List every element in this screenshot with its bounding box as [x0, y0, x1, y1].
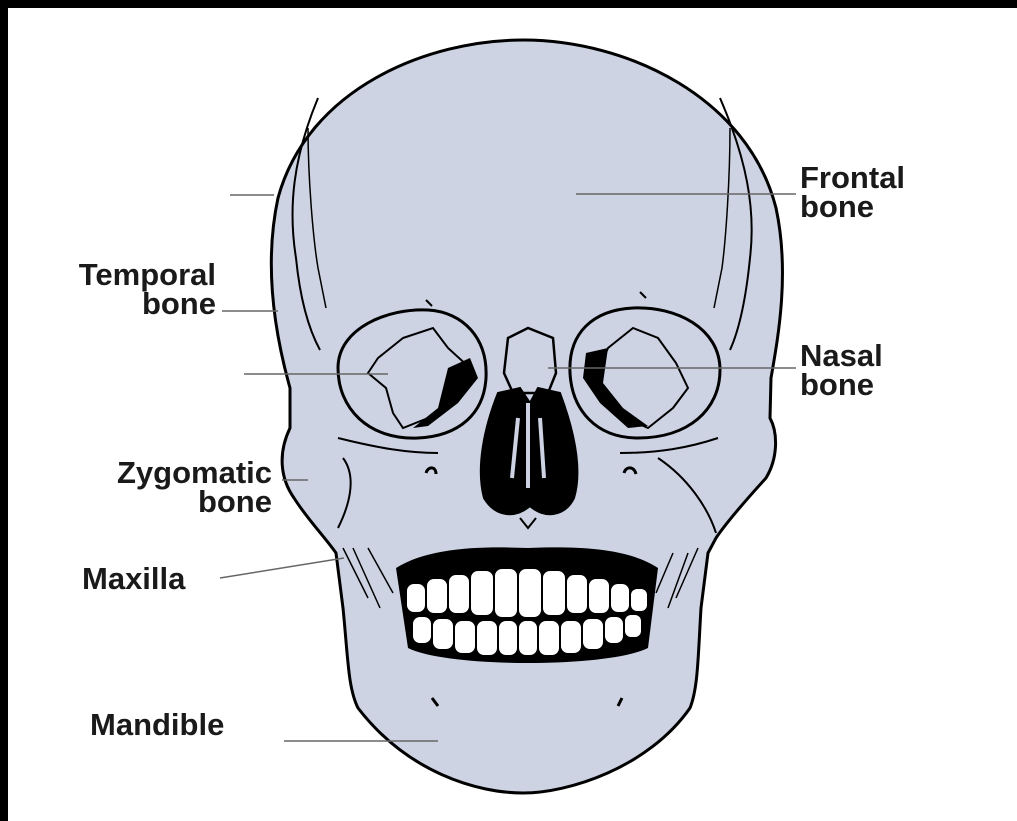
label-mandible: Mandible: [90, 710, 224, 739]
maxilla-leader: [220, 558, 344, 578]
skull-illustration: [8, 8, 1017, 821]
nasal-bridge: [504, 328, 556, 393]
label-zygomatic-bone: Zygomatic bone: [68, 458, 272, 516]
label-frontal-bone: Frontal bone: [800, 163, 905, 221]
label-temporal-bone: Temporal bone: [38, 260, 216, 318]
label-maxilla: Maxilla: [82, 564, 185, 593]
label-nasal-bone: Nasal bone: [800, 341, 883, 399]
diagram-canvas: Frontal bone Temporal bone Nasal bone Zy…: [8, 8, 1017, 821]
